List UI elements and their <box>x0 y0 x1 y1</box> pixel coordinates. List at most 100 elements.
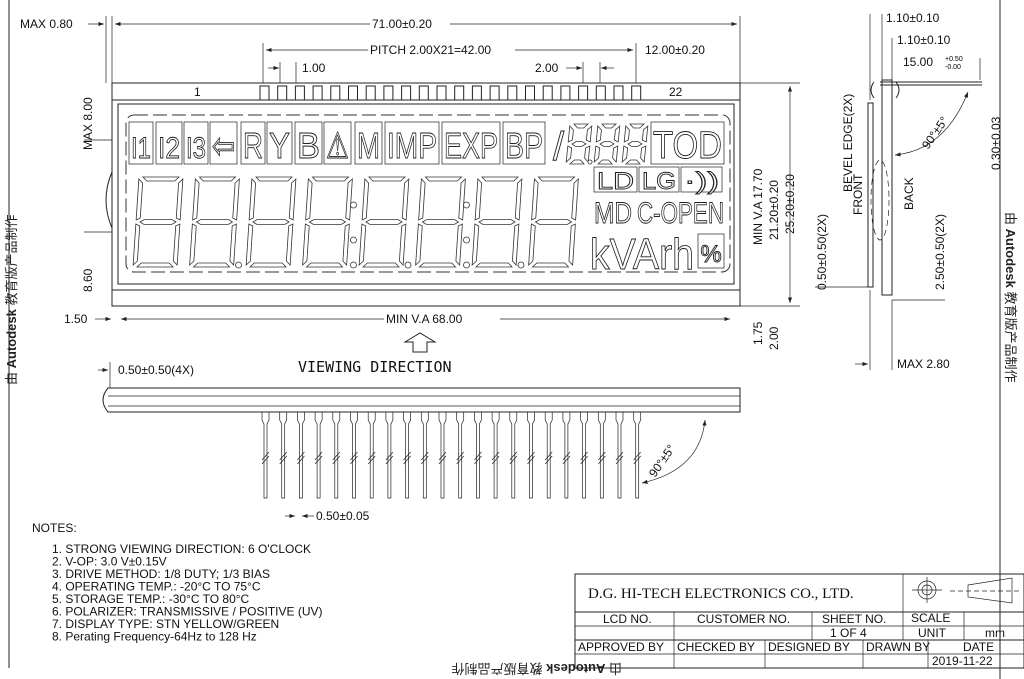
digit-segment <box>534 219 573 225</box>
digit-segment <box>593 145 601 163</box>
icon-bp: BP <box>505 125 543 166</box>
big-digit <box>528 176 579 268</box>
icon-i1: I1 <box>131 132 151 165</box>
icon-y: Y <box>269 125 290 166</box>
colon-dot <box>463 201 470 209</box>
checked-by-label: CHECKED BY <box>677 640 755 654</box>
digit-segment <box>415 223 423 266</box>
digit-segment <box>418 262 457 268</box>
notes: NOTES: 1. STRONG VIEWING DIRECTION: 6 O'… <box>32 521 323 644</box>
dim-110-b: 1.10±0.10 <box>897 33 951 47</box>
break-mark <box>385 451 394 465</box>
top-pin <box>383 85 394 101</box>
lcd-digits <box>132 123 649 269</box>
top-pin <box>631 85 642 101</box>
colon-dot <box>350 201 357 209</box>
dim-max-280: MAX 2.80 <box>897 357 950 371</box>
digit-segment <box>232 178 240 221</box>
bottom-view: 0.50±0.50(4X) 0.50±0.05 90°±5° <box>98 362 741 523</box>
svg-text:由 Autodesk 教育版产品制作: 由 Autodesk 教育版产品制作 <box>451 661 622 676</box>
digit-segment <box>401 178 410 221</box>
bottom-pin <box>544 411 553 499</box>
watermark-left: 由 Autodesk 教育版产品制作 <box>4 214 19 385</box>
digit-segment <box>571 178 579 221</box>
icon-pct: % <box>700 241 721 268</box>
bottom-pin <box>633 411 642 499</box>
digit-segment <box>305 178 313 221</box>
bevel-edge-label: BEVEL EDGE(2X) <box>841 94 855 192</box>
digit-segment <box>398 223 407 266</box>
icon-i2: I2 <box>158 132 180 165</box>
front-view: 1 22 <box>105 82 741 307</box>
break-mark <box>279 451 287 465</box>
digit-segment <box>596 159 613 165</box>
top-pin <box>401 85 412 101</box>
digit-segment <box>565 145 573 163</box>
break-mark <box>332 451 341 465</box>
bottom-pin <box>279 411 288 499</box>
colon-dot <box>350 261 357 269</box>
digit-segment <box>623 125 630 143</box>
dim-pitch: PITCH 2.00X21=42.00 <box>370 43 491 57</box>
dim-030: 0.30±0.03 <box>989 116 1003 170</box>
break-mark <box>350 451 358 465</box>
dim-050-2x: 0.50±0.50(2X) <box>815 214 829 290</box>
icon-i3: I3 <box>186 132 206 165</box>
big-digit <box>189 176 240 268</box>
digit-segment <box>528 223 536 266</box>
icon-box-warn <box>323 121 352 165</box>
tol-minus: -0.00 <box>945 64 961 71</box>
break-mark <box>421 451 429 465</box>
decimal-point <box>404 261 412 269</box>
digit-segment <box>132 223 141 266</box>
icon-imp: IMP <box>387 125 437 166</box>
digit-segment <box>612 145 619 163</box>
icon-kvarh: kVArh <box>590 230 694 279</box>
icon-box-signal <box>680 166 723 193</box>
dim-pin-pitch: 2.00 <box>535 61 559 75</box>
top-pin <box>613 85 624 101</box>
decimal-point <box>517 261 525 269</box>
dim-pin-width: 0.50±0.05 <box>316 509 370 523</box>
drawn-by-label: DRAWN BY <box>866 640 930 654</box>
digit-segment <box>585 125 593 143</box>
date-value: 2019-11-22 <box>932 654 993 668</box>
decimal-point <box>587 159 593 165</box>
side-view: 1.10±0.10 1.10±0.10 15.00 +0.50 -0.00 0.… <box>815 11 1003 371</box>
digit-segment <box>627 141 643 147</box>
digit-segment <box>172 223 181 266</box>
approved-by-label: APPROVED BY <box>578 640 664 654</box>
top-pin <box>312 85 323 101</box>
front-dimensions: 71.00±0.20 MAX 0.80 PITCH 2.00X21=42.00 … <box>20 16 800 350</box>
icon-exp: EXP <box>444 125 498 166</box>
bottom-pin <box>527 411 535 499</box>
title-block: D.G. HI-TECH ELECTRONICS CO., LTD. LCD N… <box>574 573 1024 669</box>
svg-text:由 Autodesk 教育版产品制作: 由 Autodesk 教育版产品制作 <box>1003 212 1018 383</box>
dim-overall-width: 71.00±0.20 <box>372 17 432 31</box>
icon-tod: TOD <box>653 125 722 167</box>
digit-segment <box>135 262 174 268</box>
break-mark <box>367 451 376 465</box>
digit-segment <box>308 219 347 225</box>
top-pin <box>294 85 305 101</box>
digit-segment <box>514 178 523 221</box>
digit-segment <box>368 176 407 182</box>
notes-title: NOTES: <box>32 521 77 535</box>
break-mark <box>598 451 606 465</box>
break-mark <box>491 451 500 465</box>
icon-box-r <box>240 121 266 165</box>
icon-signal: ·)) <box>684 168 719 195</box>
watermark-right: 由 Autodesk 教育版产品制作 <box>1003 212 1018 383</box>
note-item: 3. DRIVE METHOD: 1/8 DUTY; 1/3 BIAS <box>52 567 270 581</box>
top-pin <box>471 85 482 101</box>
icon-box-imp <box>384 121 440 165</box>
viewing-direction: VIEWING DIRECTION <box>298 332 452 376</box>
top-pin <box>542 85 553 101</box>
digit-segment <box>531 262 570 268</box>
top-pin <box>454 85 465 101</box>
digit-segment <box>481 176 520 182</box>
designed-by-label: DESIGNED BY <box>768 640 850 654</box>
bottom-pin <box>580 411 588 499</box>
top-pin <box>560 85 571 101</box>
